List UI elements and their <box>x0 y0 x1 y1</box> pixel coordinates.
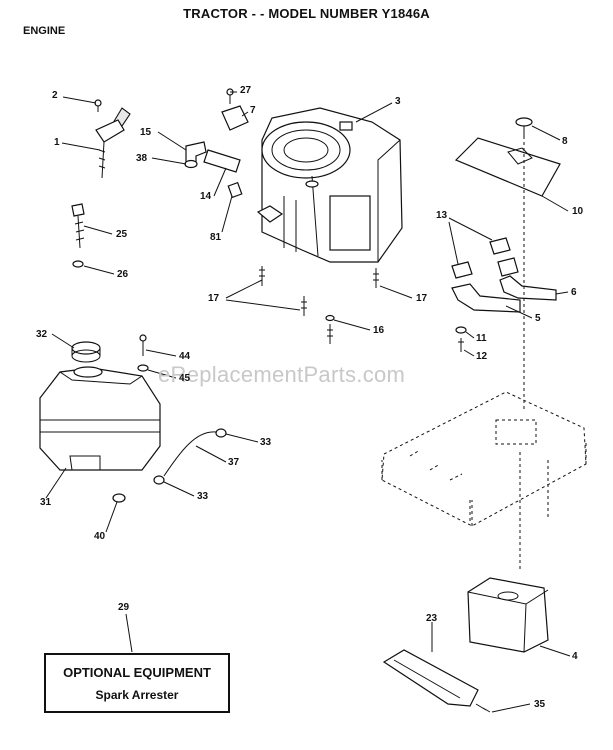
callout-12: 12 <box>476 351 488 362</box>
section-label: ENGINE <box>23 25 66 37</box>
engine-part <box>256 107 403 263</box>
callout-2: 2 <box>52 90 58 101</box>
callout-6: 6 <box>571 287 577 298</box>
callout-17-right: 17 <box>416 293 428 304</box>
callout-13: 13 <box>436 210 448 221</box>
spark-arrester-label: Spark Arrester <box>95 688 179 702</box>
mounting-bolts-part <box>259 266 379 344</box>
diagram-title: TRACTOR - - MODEL NUMBER Y1846A <box>183 6 430 21</box>
callout-23: 23 <box>426 613 438 624</box>
tractor-frame-outline <box>381 130 587 570</box>
callout-10: 10 <box>572 206 584 217</box>
optional-equipment-box: OPTIONAL EQUIPMENT Spark Arrester <box>44 653 230 713</box>
watermark-text: eReplacementParts.com <box>158 362 406 387</box>
callout-7: 7 <box>250 105 256 116</box>
callout-33-lower: 33 <box>197 491 209 502</box>
heat-shield-part <box>454 117 561 197</box>
callout-25: 25 <box>116 229 128 240</box>
callout-38: 38 <box>136 153 148 164</box>
callout-35: 35 <box>534 699 546 710</box>
throttle-control-part <box>94 99 131 179</box>
dipstick-part <box>71 203 85 268</box>
callout-27: 27 <box>240 85 252 96</box>
callout-32: 32 <box>36 329 48 340</box>
callout-14: 14 <box>200 191 212 202</box>
callout-17-left: 17 <box>208 293 220 304</box>
callout-16: 16 <box>373 325 385 336</box>
fuel-fittings-part <box>184 88 249 199</box>
muffler-part <box>467 577 549 653</box>
fuel-line-part <box>153 428 227 485</box>
callout-26: 26 <box>117 269 129 280</box>
callout-1: 1 <box>54 137 60 148</box>
tank-hardware-part <box>137 334 149 372</box>
fuel-tank-part <box>39 341 161 503</box>
optional-equipment-heading: OPTIONAL EQUIPMENT <box>63 665 211 680</box>
callout-40: 40 <box>94 531 106 542</box>
callout-44: 44 <box>179 351 191 362</box>
callout-3: 3 <box>395 96 401 107</box>
callout-5: 5 <box>535 313 541 324</box>
callout-31: 31 <box>40 497 52 508</box>
callout-15: 15 <box>140 127 152 138</box>
callout-8: 8 <box>562 136 568 147</box>
callout-45: 45 <box>179 373 191 384</box>
callout-leaders <box>45 91 571 713</box>
callout-29: 29 <box>118 602 130 613</box>
callout-37: 37 <box>228 457 240 468</box>
callout-11: 11 <box>476 333 487 344</box>
exhaust-pipes-part <box>451 237 557 352</box>
callout-33-upper: 33 <box>260 437 272 448</box>
callout-81: 81 <box>210 232 222 243</box>
callout-4: 4 <box>572 651 578 662</box>
spark-arrester-bracket-part <box>382 649 491 713</box>
